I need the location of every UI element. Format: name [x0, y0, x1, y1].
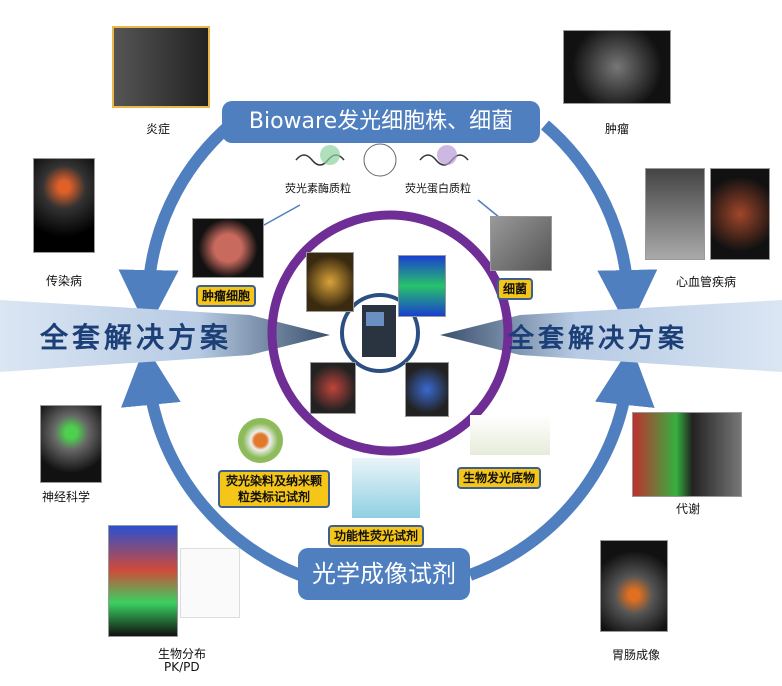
plasmid-fluorescent-protein: 荧光蛋白质粒	[405, 182, 471, 195]
substrate-kit-image	[470, 415, 550, 455]
app-biodistribution: 生物分布	[158, 647, 207, 661]
app-infection: 传染病	[46, 274, 83, 288]
ring-arc-top-right	[541, 120, 658, 330]
ring-arc-bottom-left	[121, 345, 303, 581]
infection-image	[33, 158, 95, 253]
bottom-label: 光学成像试剂	[298, 548, 470, 600]
purple-ring	[267, 210, 513, 456]
app-neuro: 神经科学	[42, 490, 91, 504]
tumor-image	[563, 30, 671, 104]
left-banner: 全套解决方案	[40, 321, 233, 354]
inflammation-image	[112, 26, 210, 108]
app-inflammation: 炎症	[146, 122, 171, 136]
inner-image-2	[398, 255, 446, 317]
app-metabolism: 代谢	[676, 502, 701, 516]
plasmid-luciferase: 荧光素酶质粒	[285, 182, 351, 195]
app-gi: 胃肠成像	[612, 648, 661, 662]
reagent-vials-image	[352, 458, 420, 518]
pk-chart-image	[180, 548, 240, 618]
cardio-image-2	[710, 168, 770, 260]
inner-image-1	[306, 252, 354, 312]
cardio-image-1	[645, 168, 705, 260]
inner-image-4	[405, 362, 449, 417]
ring-arc-bottom-right	[467, 345, 655, 581]
metabolism-image	[632, 412, 742, 497]
bacteria-image	[490, 216, 552, 271]
inner-image-3	[310, 362, 356, 414]
label-bacteria: 细菌	[497, 278, 534, 300]
label-functional-reagent: 功能性荧光试剂	[328, 525, 425, 547]
app-pkpd: PK/PD	[164, 660, 200, 674]
neuro-image	[40, 405, 102, 483]
right-banner: 全套解决方案	[508, 323, 689, 354]
label-tumor-cell: 肿瘤细胞	[196, 285, 257, 307]
biodistribution-image	[108, 525, 178, 637]
app-tumor: 肿瘤	[605, 122, 630, 136]
app-cardio: 心血管疾病	[676, 275, 737, 289]
tumor-cell-image	[192, 218, 264, 278]
label-substrate: 生物发光底物	[457, 467, 542, 489]
ring-arc-top-left	[118, 120, 234, 330]
gi-image	[600, 540, 668, 632]
label-dye-nano: 荧光染料及纳米颗粒类标记试剂	[218, 470, 330, 508]
nanoparticle-image	[238, 418, 283, 463]
top-label: Bioware发光细胞株、细菌	[222, 101, 540, 143]
